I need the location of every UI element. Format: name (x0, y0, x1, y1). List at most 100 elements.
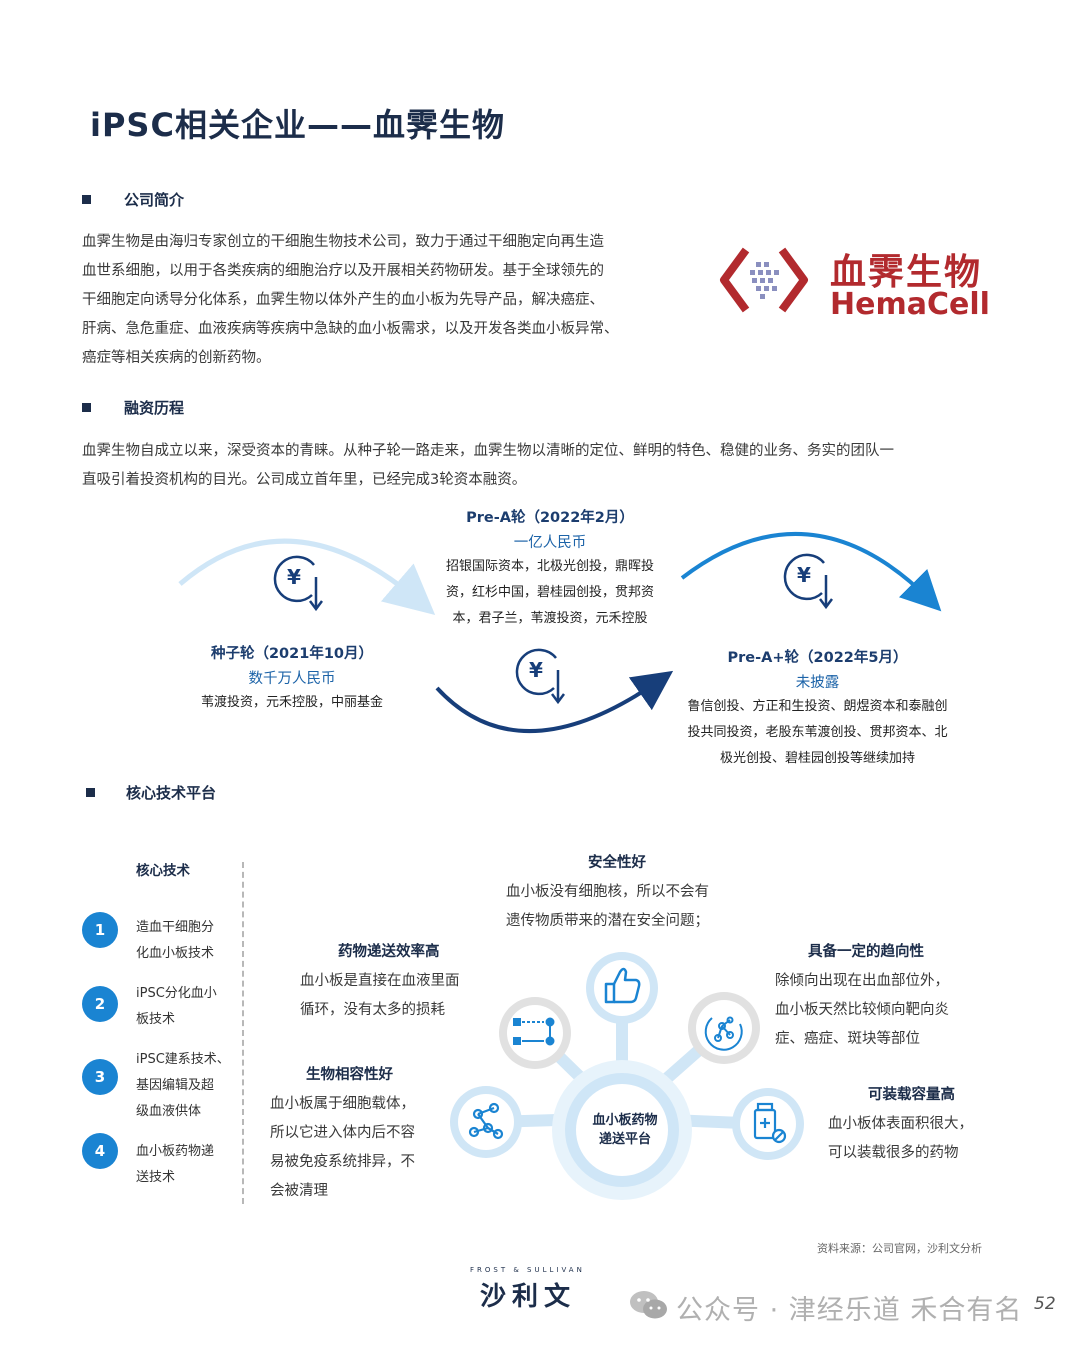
yen-icon: ¥ (270, 555, 334, 615)
feature-line: 易被免疫系统排异，不 (270, 1154, 415, 1170)
tech-item-line: 造血干细胞分 (136, 920, 215, 935)
round-amount: 未披露 (795, 675, 840, 691)
watermark-text: 公众号 · 津经乐道 禾合有名 (676, 1295, 1023, 1326)
section-heading-funding: 融资历程 (124, 399, 185, 417)
intro-paragraph: 血霁生物是由海归专家创立的干细胞生物技术公司，致力于通过干细胞定向再生造 血世系… (82, 228, 692, 373)
tech-number-badge: 3 (82, 1059, 118, 1095)
feature-line: 所以它进入体内后不容 (270, 1125, 415, 1141)
feature-line: 血小板没有细胞核，所以不会有 (506, 884, 709, 900)
round-name: 种子轮（2021年10月） (210, 646, 374, 662)
feature-line: 血小板天然比较倾向靶向炎 (775, 1002, 949, 1018)
tech-item-line: 化血小板技术 (136, 946, 215, 961)
frost-sullivan-logo-cn: 沙利文 (480, 1282, 577, 1312)
investor-line: 资，红杉中国，碧桂园创投，贯邦资 (445, 585, 654, 600)
tech-number-badge: 2 (82, 986, 118, 1022)
feature-text: 血小板是直接在血液里面 循环，没有太多的损耗 (300, 967, 500, 1025)
hemacell-logo-en: HemaCell (830, 287, 990, 322)
feature-line: 血小板属于细胞载体， (270, 1096, 415, 1112)
feature-title: 具备一定的趋向性 (808, 944, 924, 960)
thumbs-up-icon (604, 967, 641, 1004)
feature-text: 除倾向出现在出血部位外， 血小板天然比较倾向靶向炎 症、癌症、斑块等部位 (775, 967, 985, 1054)
prea-arrow (435, 670, 674, 734)
intro-line: 干细胞定向诱导分化体系，血霁生物以体外产生的血小板为先导产品，解决癌症、 (82, 292, 604, 308)
section-bullet (82, 403, 91, 412)
tech-item-line: iPSC分化血小 (136, 986, 217, 1001)
round-preaplus: Pre-A+轮（2022年5月） 未披露 鲁信创投、方正和生投资、朗煜资本和泰融… (665, 646, 970, 772)
tech-number-badge: 1 (82, 912, 118, 948)
funding-paragraph: 血霁生物自成立以来，深受资本的青睐。从种子轮一路走来，血霁生物以清晰的定位、鲜明… (82, 437, 992, 495)
yen-icon: ¥ (512, 648, 576, 708)
source-note: 资料来源：公司官网，沙利文分析 (817, 1242, 982, 1255)
hub-label-line: 递送平台 (598, 1132, 651, 1147)
feature-text: 血小板属于细胞载体， 所以它进入体内后不容 易被免疫系统排异，不 会被清理 (270, 1090, 440, 1206)
investor-line: 极光创投、碧桂园创投等继续加持 (719, 751, 915, 766)
feature-line: 循环，没有太多的损耗 (300, 1002, 445, 1018)
round-seed: 种子轮（2021年10月） 数千万人民币 苇渡投资，元禾控股，中丽基金 (172, 642, 412, 716)
flow-chart-icon (513, 1017, 555, 1046)
round-amount: 一亿人民币 (513, 535, 587, 551)
tech-item-line: 送技术 (136, 1170, 176, 1185)
investor-line: 苇渡投资，元禾控股，中丽基金 (200, 695, 383, 710)
tech-item: iPSC分化血小 板技术 (136, 981, 236, 1033)
hemacell-logo-mark (720, 247, 808, 313)
tech-item: 造血干细胞分 化血小板技术 (136, 915, 236, 967)
round-investors: 苇渡投资，元禾控股，中丽基金 (172, 690, 412, 716)
feature-line: 除倾向出现在出血部位外， (775, 973, 949, 989)
tech-item: 血小板药物递 送技术 (136, 1139, 236, 1191)
section-heading-intro: 公司简介 (124, 191, 185, 209)
tech-item-line: 级血液供体 (136, 1104, 202, 1119)
investor-line: 鲁信创投、方正和生投资、朗煜资本和泰融创 (687, 699, 948, 714)
feature-line: 症、癌症、斑块等部位 (775, 1031, 920, 1047)
seed-arrow (178, 538, 436, 616)
feature-line: 会被清理 (270, 1183, 328, 1199)
intro-line: 癌症等相关疾病的创新药物。 (82, 350, 271, 366)
hub-label: 血小板药物 递送平台 (580, 1111, 670, 1149)
investor-line: 本，君子兰，苇渡投资，元禾控股 (452, 611, 648, 626)
investor-line: 招银国际资本，北极光创投，鼎晖投 (445, 559, 654, 574)
section-heading-tech: 核心技术平台 (126, 784, 217, 802)
round-investors: 招银国际资本，北极光创投，鼎晖投 资，红杉中国，碧桂园创投，贯邦资 本，君子兰，… (420, 554, 680, 632)
feature-title: 生物相容性好 (306, 1067, 393, 1083)
tech-item: iPSC建系技术、 基因编辑及超 级血液供体 (136, 1047, 240, 1125)
feature-title: 可装载容量高 (868, 1087, 955, 1103)
page-title: iPSC相关企业——血霁生物 (90, 106, 505, 144)
feature-text: 血小板体表面积很大， 可以装载很多的药物 (828, 1110, 998, 1168)
core-tech-label: 核心技术 (136, 863, 190, 879)
feature-title: 安全性好 (588, 855, 646, 871)
yen-icon: ¥ (780, 553, 844, 613)
delivery-platform-diagram (450, 952, 804, 1200)
funding-line: 直吸引着投资机构的目光。公司成立首年里，已经完成3轮资本融资。 (82, 472, 527, 488)
yen-symbol: ¥ (529, 658, 543, 682)
network-icon (468, 1102, 504, 1140)
funding-line: 血霁生物自成立以来，深受资本的青睐。从种子轮一路走来，血霁生物以清晰的定位、鲜明… (82, 443, 894, 459)
feature-line: 可以装载很多的药物 (828, 1145, 959, 1161)
funding-timeline-graphic (178, 531, 942, 734)
round-investors: 鲁信创投、方正和生投资、朗煜资本和泰融创 投共同投资，老股东苇渡创投、贯邦资本、… (665, 694, 970, 772)
round-name: Pre-A+轮（2022年5月） (727, 650, 908, 666)
yen-symbol: ¥ (287, 565, 301, 589)
divider-dashed (242, 862, 244, 1204)
wechat-icon (630, 1291, 667, 1319)
intro-line: 肝病、急危重症、血液疾病等疾病中急缺的血小板需求，以及开发各类血小板异常、 (82, 321, 619, 337)
feature-line: 遗传物质带来的潜在安全问题； (506, 913, 709, 929)
medicine-icon (753, 1102, 787, 1144)
tech-item-line: 板技术 (136, 1012, 176, 1027)
intro-line: 血世系细胞，以用于各类疾病的细胞治疗以及开展相关药物研发。基于全球领先的 (82, 263, 604, 279)
section-bullet (86, 788, 95, 797)
feature-line: 血小板体表面积很大， (828, 1116, 973, 1132)
page-number: 52 (1034, 1294, 1056, 1314)
round-name: Pre-A轮（2022年2月） (466, 510, 634, 526)
feature-title: 药物递送效率高 (338, 944, 440, 960)
intro-line: 血霁生物是由海归专家创立的干细胞生物技术公司，致力于通过干细胞定向再生造 (82, 234, 604, 250)
feature-line: 血小板是直接在血液里面 (300, 973, 460, 989)
molecule-icon (704, 1016, 743, 1051)
hub-label-line: 血小板药物 (592, 1113, 658, 1128)
round-amount: 数千万人民币 (248, 671, 336, 687)
round-prea: Pre-A轮（2022年2月） 一亿人民币 招银国际资本，北极光创投，鼎晖投 资… (420, 506, 680, 632)
tech-number-badge: 4 (82, 1133, 118, 1169)
feature-text: 血小板没有细胞核，所以不会有 遗传物质带来的潜在安全问题； (506, 878, 766, 936)
hemacell-logo-cn: 血霁生物 (830, 252, 983, 293)
yen-symbol: ¥ (797, 563, 811, 587)
tech-item-line: 血小板药物递 (136, 1144, 215, 1159)
frost-sullivan-logo-text: FROST & SULLIVAN (470, 1266, 585, 1274)
